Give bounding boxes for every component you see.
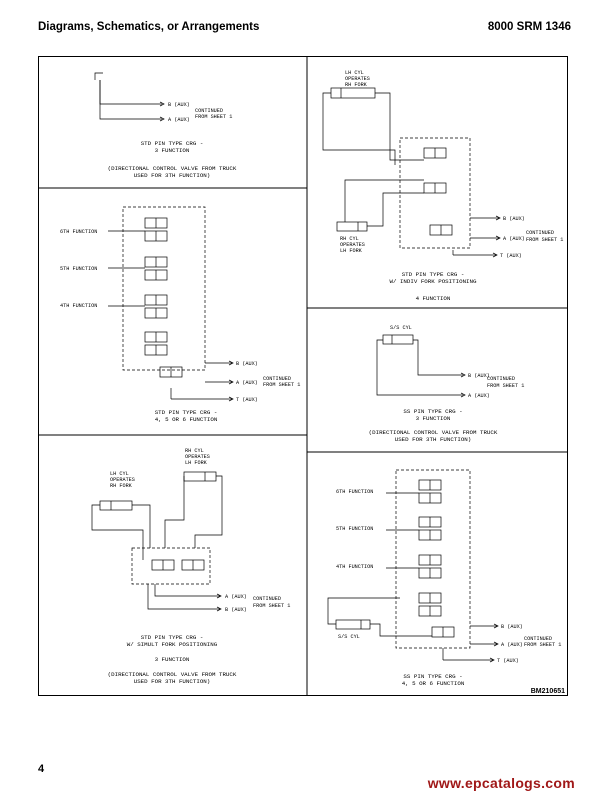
panel-std-456-function: 6TH FUNCTION 5TH FUNCTION 4TH FUNCTION B…: [60, 206, 300, 423]
p1-a-aux-label: A (AUX): [168, 117, 190, 123]
p5-lh-fork-label: LH FORK: [185, 460, 208, 466]
panel-std-3-function: B (AUX) A (AUX) CONTINUED FROM SHEET 1 S…: [94, 72, 237, 179]
p5-continued-label: CONTINUED: [253, 596, 281, 602]
panel-ss-3-function: S/S CYL B (AUX) A (AUX) CONTINUED FROM S…: [369, 325, 525, 443]
p3-t-aux-label: T (AUX): [236, 397, 258, 403]
panel-indiv-fork-positioning: LH CYL OPERATES RH FORK RH CYL OPERATES …: [322, 70, 563, 302]
p3-5th-function-label: 5TH FUNCTION: [60, 266, 97, 272]
p1-title: STD PIN TYPE CRG -: [141, 140, 204, 147]
page-number: 4: [38, 763, 45, 775]
p2-lh-cyl-label: LH CYL: [345, 70, 364, 76]
p4-note-line1: (DIRECTIONAL CONTROL VALVE FROM TRUCK: [369, 429, 498, 436]
p6-subtitle: 4, 5 OR 6 FUNCTION: [402, 680, 465, 687]
p6-b-aux-label: B (AUX): [501, 624, 523, 630]
p4-continued-label: CONTINUED: [487, 376, 515, 382]
p5-rh-fork-label: RH FORK: [110, 483, 133, 489]
p2-rh-fork-label: RH FORK: [345, 82, 368, 88]
p6-a-aux-label: A (AUX): [501, 642, 523, 648]
p1-b-aux-label: B (AUX): [168, 102, 190, 108]
p6-6th-function-label: 6TH FUNCTION: [336, 489, 373, 495]
panel-ss-456-function: 6TH FUNCTION 5TH FUNCTION 4TH FUNCTION S…: [327, 469, 561, 687]
p3-title: STD PIN TYPE CRG -: [155, 409, 218, 416]
p2-a-aux-label: A (AUX): [503, 236, 525, 242]
p5-note-line2: USED FOR 3TH FUNCTION): [134, 678, 211, 685]
p3-a-aux-label: A (AUX): [236, 380, 258, 386]
p2-operates-label-2: OPERATES: [340, 242, 365, 248]
p3-4th-function-label: 4TH FUNCTION: [60, 303, 97, 309]
p4-a-aux-label: A (AUX): [468, 393, 490, 399]
p2-t-aux-label: T (AUX): [500, 253, 522, 259]
website-watermark: www.epcatalogs.com: [427, 775, 575, 791]
panel-dividers: [38, 56, 568, 696]
p3-subtitle: 4, 5 OR 6 FUNCTION: [155, 416, 218, 423]
p4-b-aux-label: B (AUX): [468, 373, 490, 379]
p5-rh-cyl-label: RH CYL: [185, 448, 204, 454]
p2-operates-label: OPERATES: [345, 76, 370, 82]
p6-5th-function-label: 5TH FUNCTION: [336, 526, 373, 532]
p5-lh-cyl-label: LH CYL: [110, 471, 129, 477]
page-header-doc-id: 8000 SRM 1346: [487, 21, 571, 33]
p5-title: STD PIN TYPE CRG -: [141, 634, 204, 641]
p1-note-line1: (DIRECTIONAL CONTROL VALVE FROM TRUCK: [108, 165, 237, 172]
p1-subtitle: 3 FUNCTION: [155, 147, 190, 154]
p3-from-sheet-label: FROM SHEET 1: [263, 382, 300, 388]
p5-b-aux-label: B (AUX): [225, 607, 247, 613]
p3-continued-label: CONTINUED: [263, 376, 291, 382]
p4-title: SS PIN TYPE CRG -: [403, 408, 462, 415]
p2-b-aux-label: B (AUX): [503, 216, 525, 222]
p2-continued-label: CONTINUED: [526, 230, 554, 236]
p2-subtitle: W/ INDIV FORK POSITIONING: [390, 278, 477, 285]
p5-from-sheet-label: FROM SHEET 1: [253, 603, 290, 609]
p2-lh-fork-label: LH FORK: [340, 248, 363, 254]
p6-ss-cyl-label: S/S CYL: [338, 634, 360, 640]
p6-from-sheet-label: FROM SHEET 1: [524, 642, 561, 648]
p6-continued-label: CONTINUED: [524, 636, 552, 642]
p5-a-aux-label: A (AUX): [225, 594, 247, 600]
p2-subtitle-2: 4 FUNCTION: [416, 295, 451, 302]
p3-6th-function-label: 6TH FUNCTION: [60, 229, 97, 235]
p5-note-line1: (DIRECTIONAL CONTROL VALVE FROM TRUCK: [108, 671, 237, 678]
p2-rh-cyl-label: RH CYL: [340, 236, 359, 242]
p4-from-sheet-label: FROM SHEET 1: [487, 383, 524, 389]
p1-note-line2: USED FOR 3TH FUNCTION): [134, 172, 211, 179]
p4-subtitle: 3 FUNCTION: [416, 415, 451, 422]
p4-note-line2: USED FOR 3TH FUNCTION): [395, 436, 472, 443]
p6-t-aux-label: T (AUX): [497, 658, 519, 664]
p6-title: SS PIN TYPE CRG -: [403, 673, 462, 680]
p2-title: STD PIN TYPE CRG -: [402, 271, 465, 278]
p4-ss-cyl-label: S/S CYL: [390, 325, 412, 331]
diagram-frame: [38, 56, 568, 696]
page-header-title: Diagrams, Schematics, or Arrangements: [38, 21, 260, 33]
p5-subtitle-2: 3 FUNCTION: [155, 656, 190, 663]
p3-b-aux-label: B (AUX): [236, 361, 258, 367]
p1-from-sheet-label: FROM SHEET 1: [195, 114, 232, 120]
p2-from-sheet-label: FROM SHEET 1: [526, 237, 563, 243]
p6-4th-function-label: 4TH FUNCTION: [336, 564, 373, 570]
panel-simult-fork-positioning: RH CYL OPERATES LH FORK LH CYL OPERATES …: [91, 448, 290, 685]
p5-operates-label: OPERATES: [185, 454, 210, 460]
p5-subtitle: W/ SIMULT FORK POSITIONING: [127, 641, 218, 648]
p1-continued-label: CONTINUED: [195, 108, 223, 114]
p5-operates-label-2: OPERATES: [110, 477, 135, 483]
figure-reference: BM210651: [530, 688, 565, 695]
